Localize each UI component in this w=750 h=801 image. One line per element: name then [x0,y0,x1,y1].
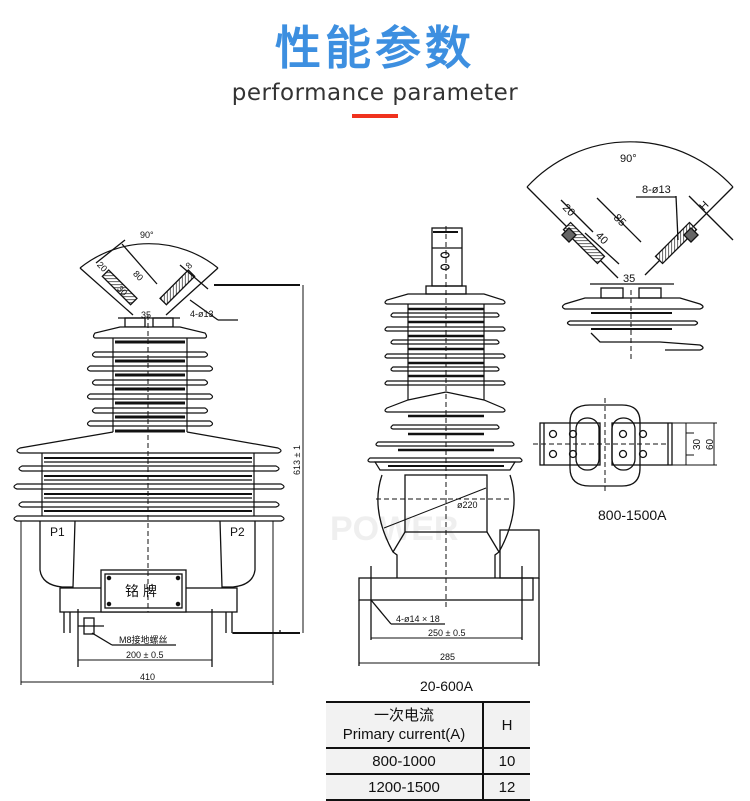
watermark: POWER [330,510,458,548]
right-dim-40: 40 [593,230,610,247]
left-drawing-labels: 90° 20 30 80 8 35 4-ø13 613 ± 1 P1 P2 铭 … [50,230,302,682]
left-height-label: 613 ± 1 [292,445,302,475]
busbar-labels: 30 60 [692,438,716,450]
header-h: H [483,701,530,749]
right-terminal-arm [159,264,238,321]
right-terminal-drawing [526,141,734,360]
cell-h: 10 [483,747,530,775]
left-angle-label: 90° [140,230,154,240]
page-title-cn: 性能参数 [275,21,475,75]
left-base-width: 410 [140,672,155,682]
cell-h: 12 [483,773,530,801]
left-mount-spacing: 200 ± 0.5 [126,650,163,660]
upper-sheds [86,326,214,433]
base-body [20,520,300,685]
left-dim-8: 8 [184,260,195,271]
table-row: 1200-1500 12 [326,773,530,801]
header-primary-current-en: Primary current(A) [342,726,466,743]
page-title-en: performance parameter [231,80,519,106]
busbar-top-view [533,398,717,492]
cell-current: 800-1000 [326,747,484,775]
angle-arc [526,141,734,188]
nameplate-label: 铭 牌 [125,583,157,599]
right-dim-20: 20 [560,202,577,219]
ground-screw-label: M8接地螺丝 [119,634,168,645]
cell-current: 1200-1500 [326,773,484,801]
middle-lower-sheds [367,391,523,471]
middle-diameter-label: ø220 [457,500,478,510]
spec-table: 一次电流 Primary current(A) H 800-1000 10 12… [326,701,530,801]
terminal-p1: P1 [50,525,65,539]
table-row: 800-1000 10 [326,747,530,775]
busbar-caption: 800-1500A [598,507,667,523]
middle-drawing-labels: ø220 4-ø14 × 18 250 ± 0.5 285 [396,500,478,662]
busbar-dim-60: 60 [705,438,716,450]
middle-body [358,474,540,666]
right-drawing-labels: 90° 20 85 40 8-ø13 H 35 [560,153,712,285]
left-dim-80: 80 [131,269,145,283]
left-dim-35: 35 [141,310,151,320]
left-terminal-arm [79,239,158,316]
middle-caption: 20-600A [420,678,473,694]
header-primary-current: 一次电流 Primary current(A) [326,701,484,749]
terminal-p2: P2 [230,525,245,539]
right-right-arm [636,195,734,265]
header-primary-current-cn: 一次电流 [373,707,434,724]
angle-arc [79,243,219,269]
middle-mount-spacing: 250 ± 0.5 [428,628,465,638]
left-transformer-drawing [13,239,304,685]
middle-mount-holes-label: 4-ø14 × 18 [396,614,440,624]
middle-upper-sheds [384,293,506,400]
left-holes-label: 4-ø13 [190,309,214,319]
busbar-dim-30: 30 [692,438,703,450]
middle-base-width: 285 [440,652,455,662]
right-left-arm [560,197,642,265]
right-angle-label: 90° [620,153,637,165]
table-header-row: 一次电流 Primary current(A) H [326,701,530,749]
title-underline [352,114,398,118]
right-holes-label: 8-ø13 [642,184,671,196]
lower-sheds [13,431,285,522]
middle-transformer-drawing [358,226,540,666]
right-dim-35: 35 [623,273,635,285]
